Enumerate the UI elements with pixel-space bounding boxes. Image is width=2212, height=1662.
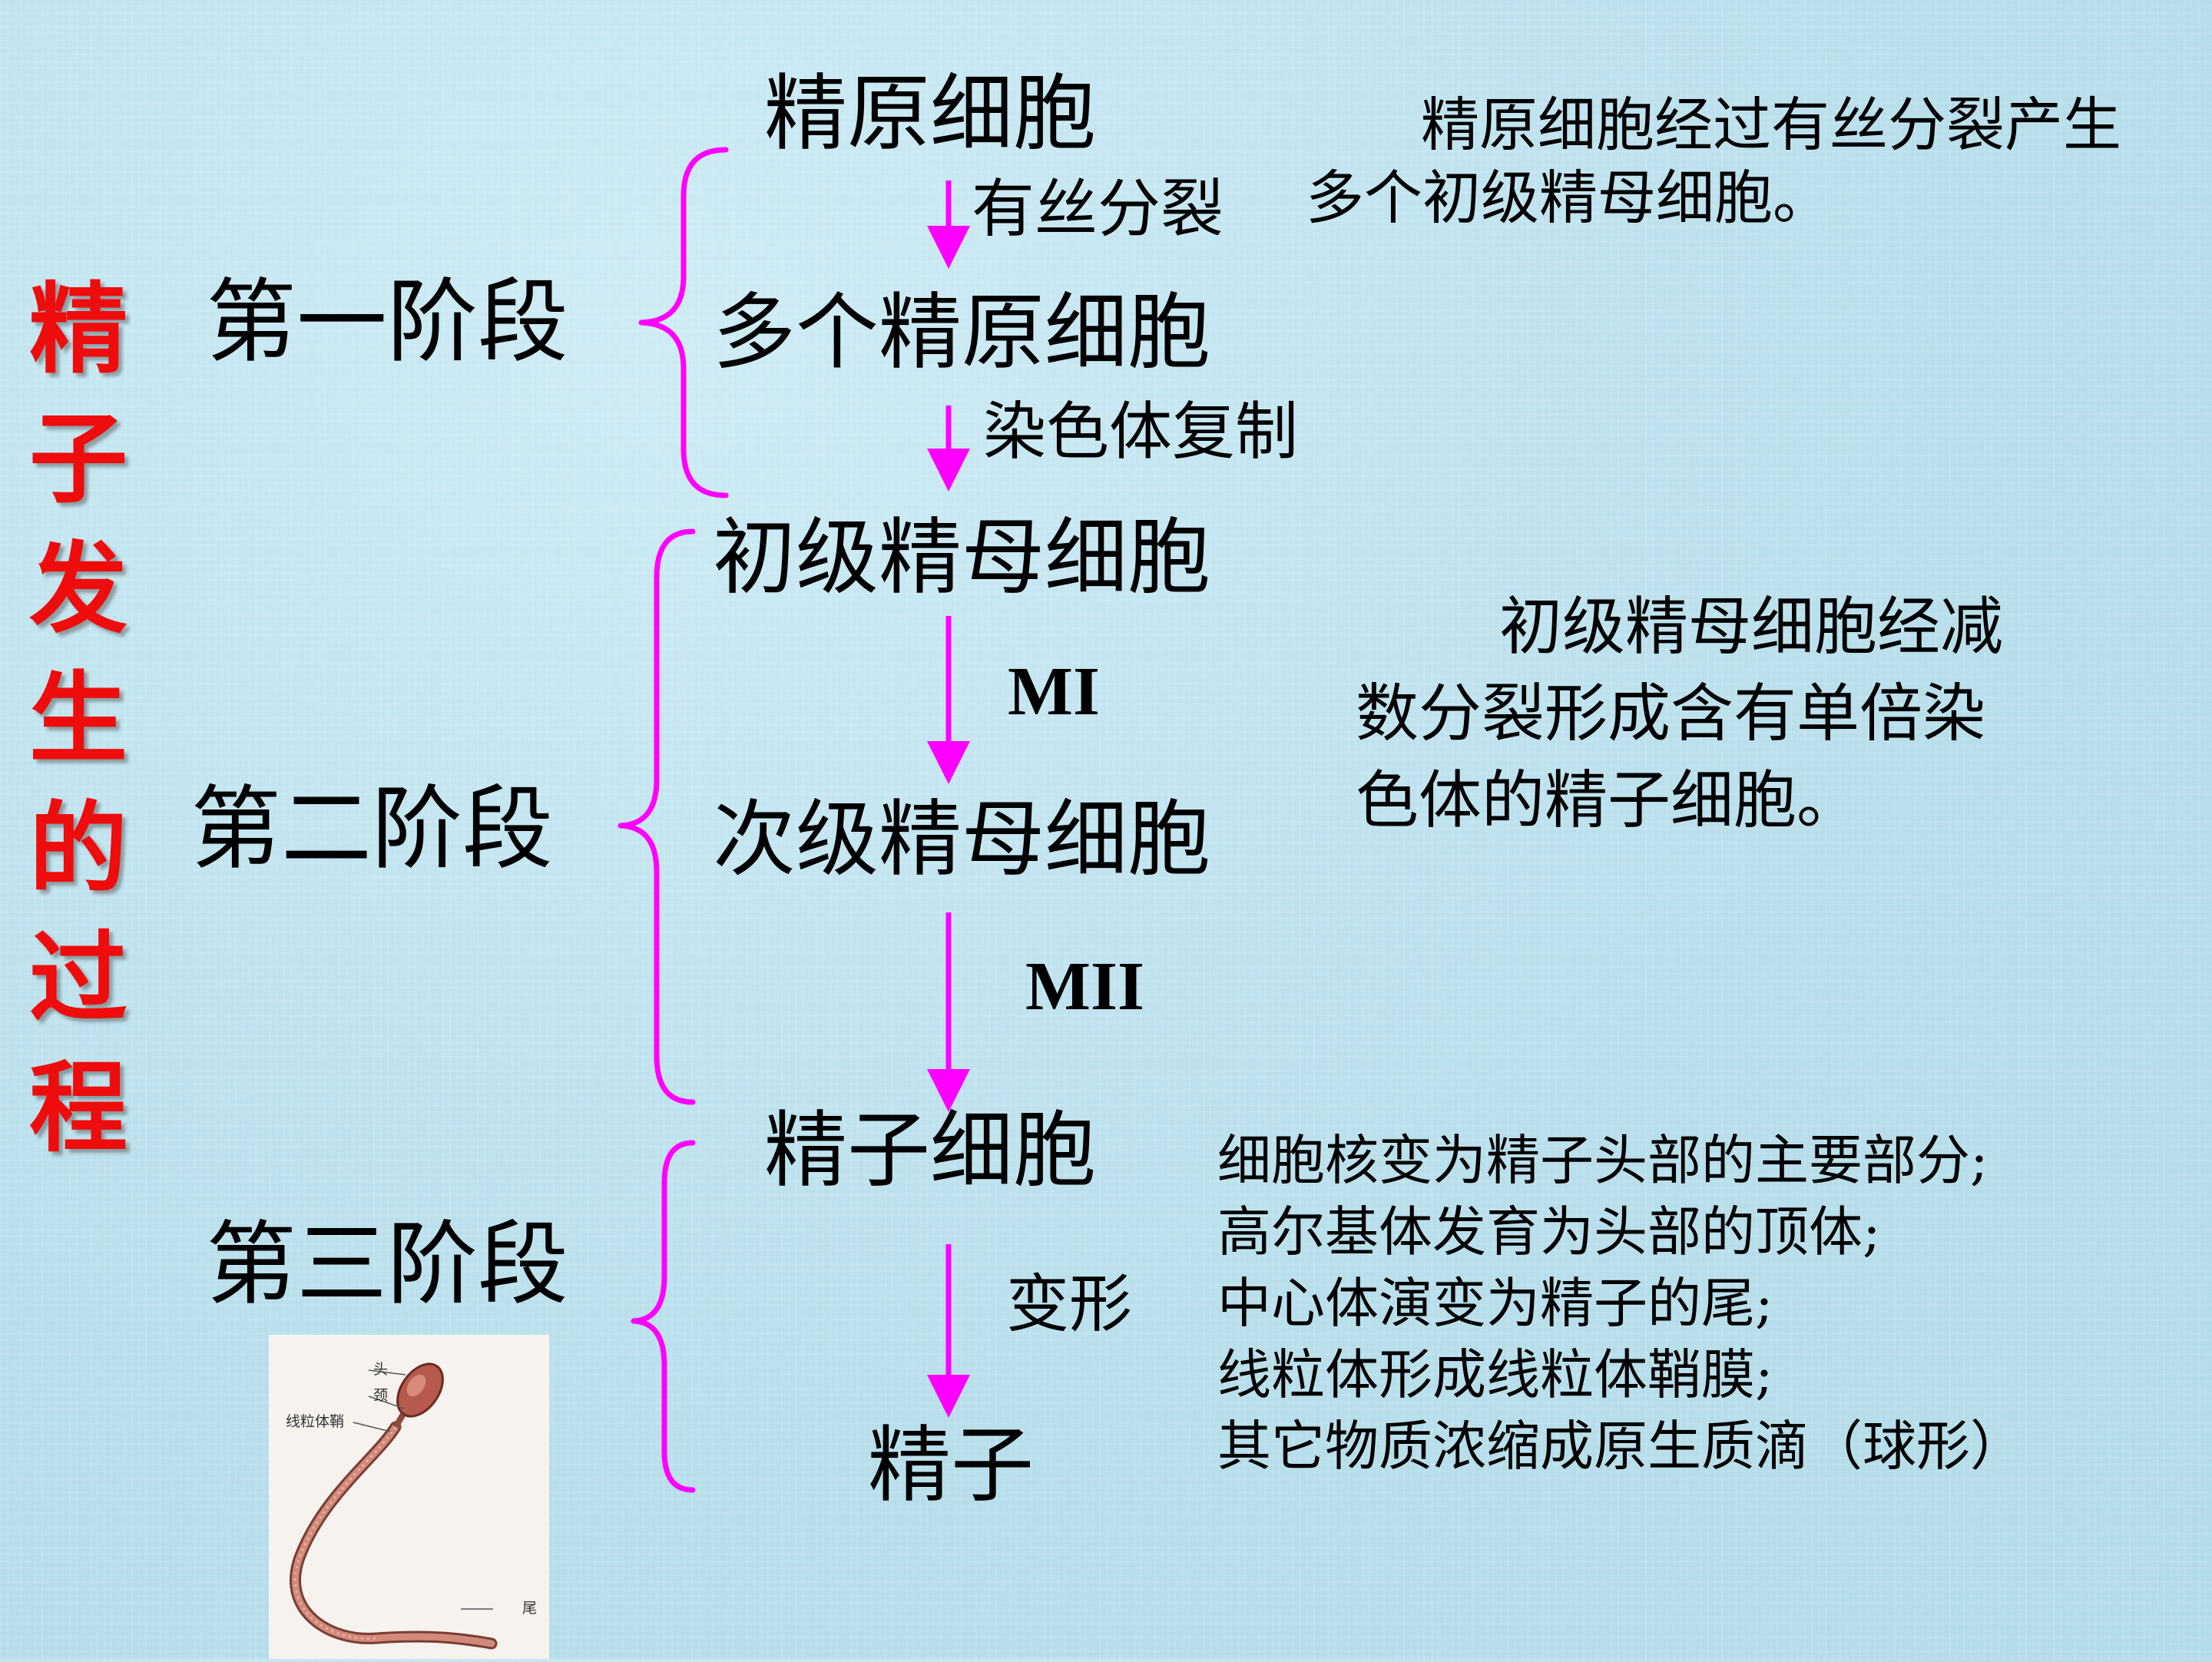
process-meiosis2: MII	[1025, 949, 1144, 1025]
title-char: 过	[28, 921, 127, 1036]
sperm-label-tail: 尾	[522, 1600, 538, 1617]
stage-three-label: 第三阶段	[206, 1211, 569, 1317]
title-char: 发	[28, 531, 127, 647]
process-transformation: 变形	[1006, 1268, 1133, 1341]
cell-primary-spermatocyte: 初级精母细胞	[713, 510, 1211, 606]
sperm-label-neck: 颈	[373, 1387, 389, 1404]
vertical-title: 精 子 发 生 的 过 程	[17, 265, 140, 1174]
note-line: 线粒体形成线粒体鞘膜;	[1217, 1343, 1773, 1407]
note-line: 其它物质浓缩成原生质滴（球形）	[1217, 1415, 2024, 1478]
cell-secondary-spermatocyte: 次级精母细胞	[713, 792, 1211, 888]
process-meiosis1: MI	[1008, 654, 1100, 730]
process-mitosis: 有丝分裂	[972, 173, 1224, 246]
cell-spermatogonium: 精原细胞	[764, 66, 1097, 162]
note-line: 数分裂形成含有单倍染	[1356, 677, 1986, 751]
brace-stage-two	[618, 528, 696, 1105]
note-line: 细胞核变为精子头部的主要部分;	[1217, 1129, 1988, 1192]
stage-one-label: 第一阶段	[206, 269, 569, 375]
note-line: 多个初级精母细胞。	[1306, 164, 1831, 232]
note-line: 色体的精子细胞。	[1356, 764, 1860, 838]
title-char: 精	[28, 272, 127, 387]
note-line: 精原细胞经过有丝分裂产生	[1421, 91, 2121, 159]
note-stage-one: 精原细胞经过有丝分裂产生 多个初级精母细胞。	[1306, 88, 2197, 234]
title-char: 生	[28, 661, 127, 776]
note-stage-two: 初级精母细胞经减 数分裂形成含有单倍染 色体的精子细胞。	[1356, 584, 2200, 844]
cell-spermatid: 精子细胞	[764, 1103, 1097, 1199]
sperm-illustration: 头 颈 线粒体鞘 尾	[269, 1335, 549, 1659]
stage-two-label: 第二阶段	[190, 776, 554, 882]
cell-many-spermatogonia: 多个精原细胞	[713, 285, 1211, 381]
note-line: 中心体演变为精子的尾;	[1217, 1272, 1773, 1336]
note-line: 高尔基体发育为头部的顶体;	[1217, 1200, 1881, 1264]
brace-stage-one	[638, 147, 729, 498]
title-char: 的	[28, 791, 127, 906]
process-chromosome-replication: 染色体复制	[983, 396, 1299, 468]
title-char: 子	[28, 402, 127, 517]
sperm-label-head: 头	[373, 1361, 389, 1378]
cell-sperm: 精子	[868, 1418, 1035, 1514]
title-char: 程	[28, 1051, 127, 1166]
note-line: 初级精母细胞经减	[1499, 591, 2004, 664]
sperm-label-mito-sheath: 线粒体鞘	[286, 1413, 345, 1430]
sperm-drawing	[290, 1362, 498, 1650]
brace-stage-three	[631, 1140, 696, 1493]
note-stage-three: 细胞核变为精子头部的主要部分; 高尔基体发育为头部的顶体; 中心体演变为精子的尾…	[1217, 1125, 2208, 1482]
